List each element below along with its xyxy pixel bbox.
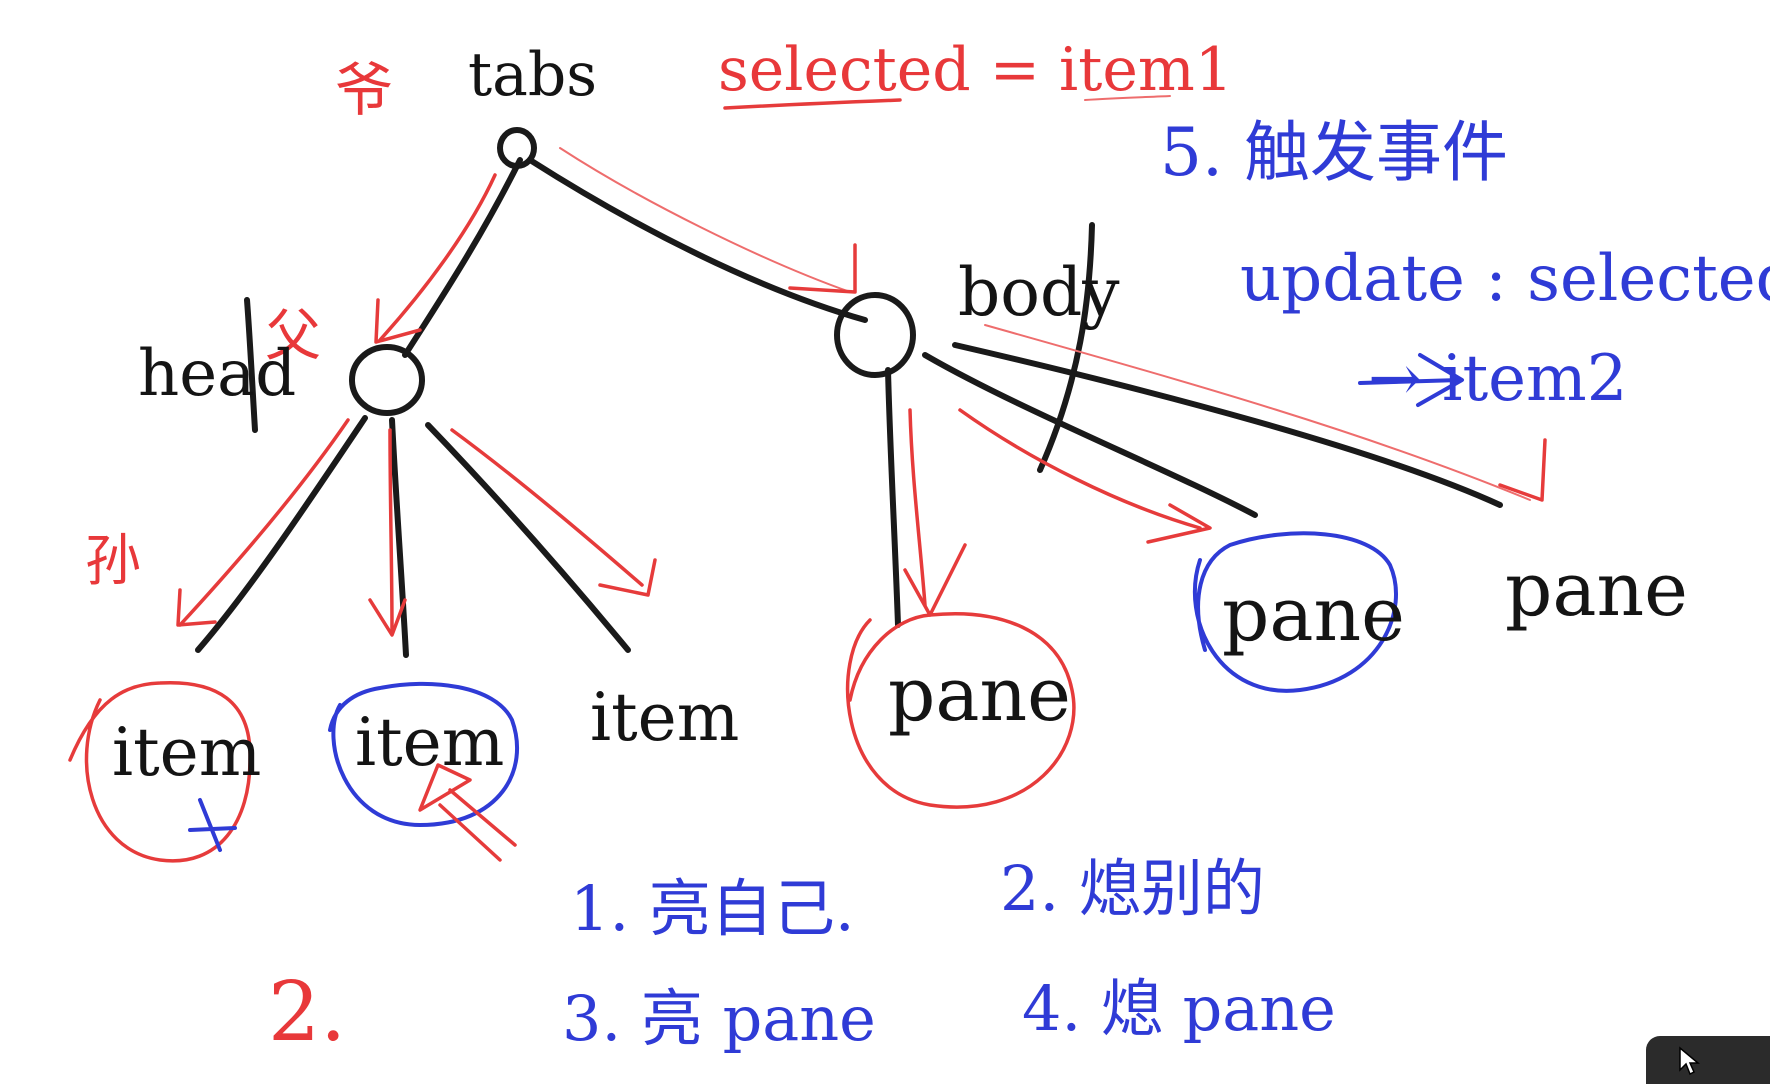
node-label-tabs: tabs <box>468 40 597 110</box>
label-event-target: → item2 <box>1368 342 1627 416</box>
blue-arrow-icon <box>1358 353 1464 407</box>
arrow-body-pane1-tip <box>903 543 967 617</box>
circle-pane2 <box>1192 531 1398 693</box>
step-label: 2. 熄别的 <box>1000 852 1265 925</box>
red-flow-arrows <box>176 147 1547 637</box>
arrow-head-item2-tip <box>368 598 407 637</box>
selected-underline <box>723 98 902 110</box>
body-stem <box>1037 222 1095 473</box>
arrow-body-pane1 <box>908 408 927 607</box>
arrow-tabs-body <box>559 147 851 293</box>
red-arrow-icon <box>418 763 517 862</box>
tree-nodes <box>349 127 916 416</box>
cursor-arrow-icon <box>1679 1046 1700 1076</box>
arrow-head-item2 <box>388 428 394 632</box>
arrow-head-item1 <box>178 418 350 627</box>
tree-edges <box>195 157 1503 658</box>
step-label: 3. 亮 pane <box>562 982 876 1055</box>
edge-head-item1 <box>195 415 368 653</box>
highlight-circles <box>68 531 1398 863</box>
label-event-name: update : selected <box>1240 242 1770 316</box>
label-step-two-red: 2. <box>268 965 346 1060</box>
screen-corner-panel <box>1646 1036 1770 1084</box>
item1-cross <box>188 798 237 852</box>
item-label: item <box>590 679 739 756</box>
node-body <box>834 292 916 378</box>
label-grandchild: 孙 <box>85 529 141 594</box>
item-label: item <box>355 704 504 781</box>
arrow-head-item3 <box>450 428 644 587</box>
arrow-body-pane3 <box>984 324 1531 501</box>
labels: 爷 父 孙 selected = item1 2. tabs head body… <box>85 35 1770 1060</box>
step-label: 4. 熄 pane <box>1022 972 1336 1045</box>
node-label-body: body <box>958 254 1120 331</box>
head-stem <box>244 297 258 433</box>
edge-tabs-body <box>527 157 868 323</box>
edge-tabs-head <box>402 157 523 358</box>
edge-head-item3 <box>425 422 631 653</box>
node-tabs <box>497 127 537 169</box>
node-label-head: head <box>138 337 296 411</box>
pane-label: pane <box>1222 572 1405 658</box>
arrow-tabs-head-tip <box>374 298 422 344</box>
arrow-body-pane3-tip <box>1498 438 1547 502</box>
node-head <box>349 344 425 416</box>
arrow-body-pane2-tip <box>1146 503 1212 544</box>
label-event-title: 5. 触发事件 <box>1160 114 1508 191</box>
circle-item2 <box>328 681 519 827</box>
circle-pane1 <box>845 612 1076 809</box>
step-label: 1. 亮自己. <box>570 872 855 945</box>
arrow-tabs-head <box>378 173 497 342</box>
label-parent: 父 <box>265 304 321 369</box>
edge-body-pane3 <box>952 342 1503 508</box>
circle-item1 <box>68 680 252 863</box>
arrow-head-item1-tip <box>176 588 217 627</box>
label-grandparent: 爷 <box>335 56 393 124</box>
label-selected: selected = item1 <box>718 35 1233 105</box>
pane-label: pane <box>1505 547 1688 633</box>
edge-body-pane2 <box>922 352 1258 518</box>
arrow-body-pane2 <box>958 408 1202 530</box>
edge-body-pane1 <box>885 367 901 628</box>
arrow-head-item3-tip <box>598 558 657 597</box>
pane-label: pane <box>888 652 1071 738</box>
selected-underline-2 <box>1084 95 1171 101</box>
item-label: item <box>112 714 261 791</box>
edge-head-item2 <box>389 417 409 658</box>
arrow-tabs-body-tip <box>788 243 857 294</box>
